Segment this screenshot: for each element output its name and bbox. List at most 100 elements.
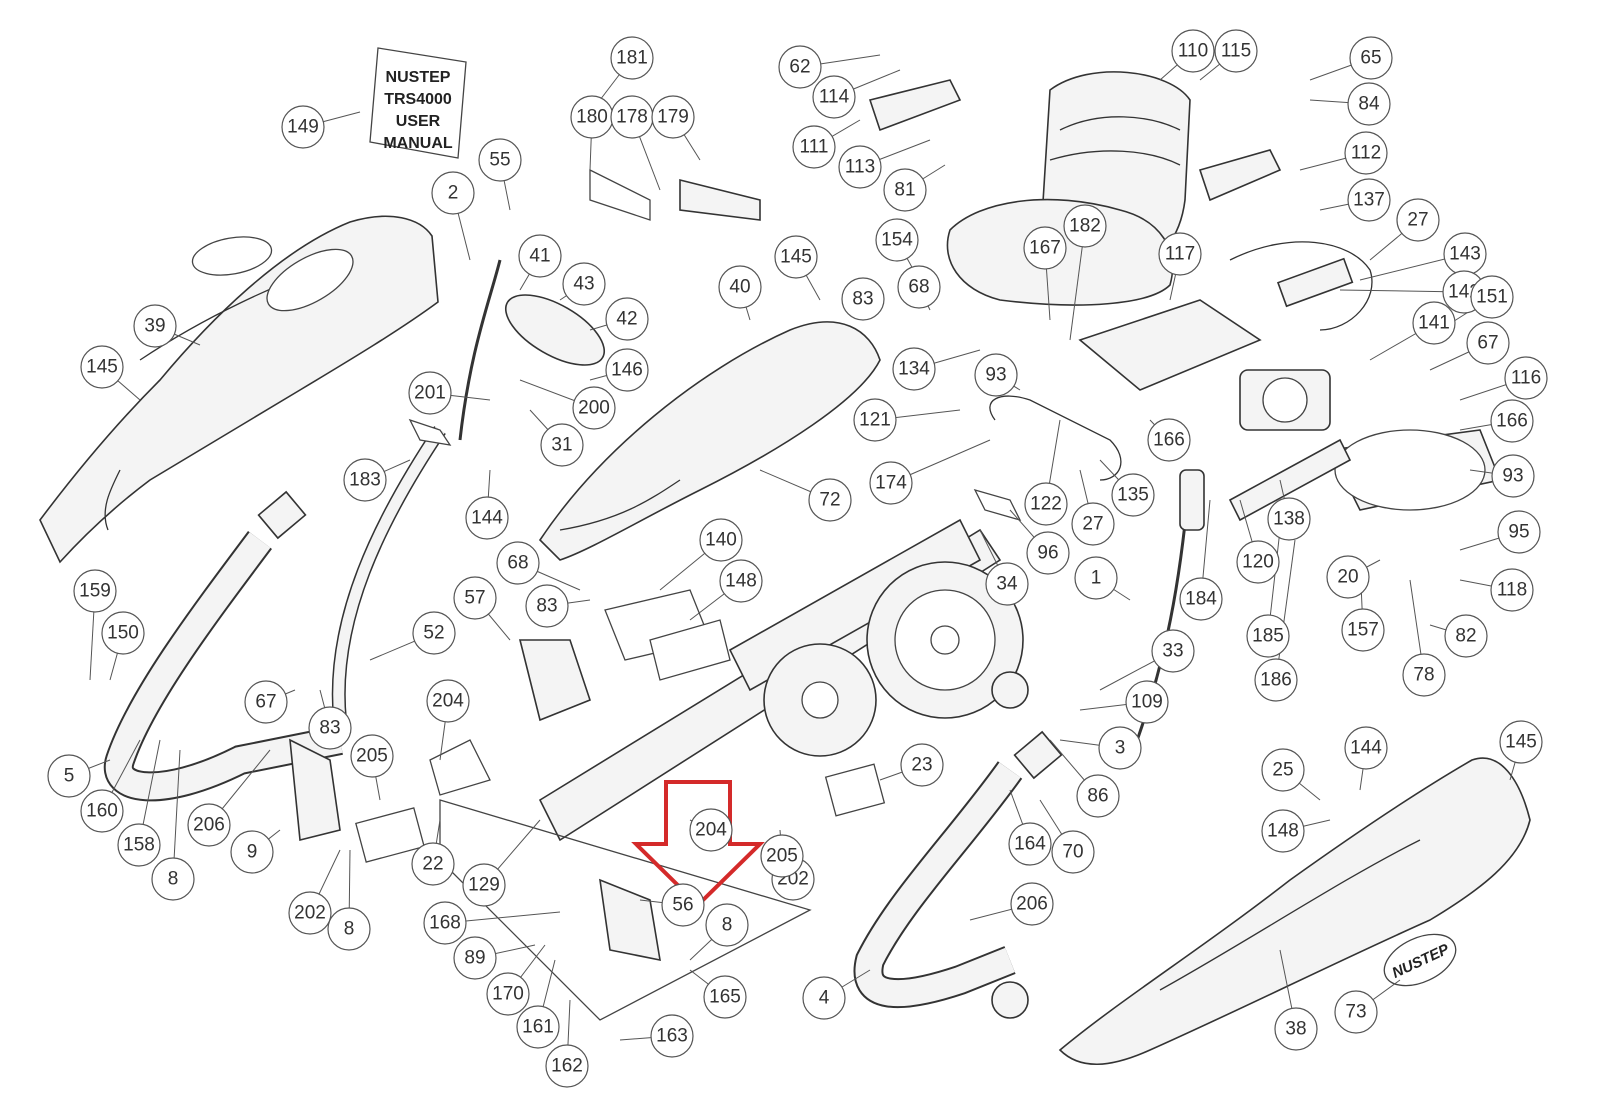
callout-circle (869, 461, 913, 505)
callout-number: 25 (1272, 760, 1293, 781)
callout-166: 166 (1147, 418, 1191, 462)
callout-89: 89 (453, 936, 497, 980)
callout-circle (423, 901, 467, 945)
callout-circle (1491, 454, 1535, 498)
callout-number: 157 (1347, 620, 1379, 641)
callout-circle (718, 265, 762, 309)
callout-201: 201 (408, 371, 452, 415)
callout-circle (897, 265, 941, 309)
callout-circle (1098, 726, 1142, 770)
callout-circle (1412, 301, 1456, 345)
callout-circle (1490, 568, 1534, 612)
callout-circle (985, 562, 1029, 606)
callout-158: 158 (117, 823, 161, 867)
callout-circle (1179, 577, 1223, 621)
callout-circle (1051, 830, 1095, 874)
callout-31: 31 (540, 423, 584, 467)
callout-circle (1125, 680, 1169, 724)
callout-148: 148 (1261, 809, 1305, 853)
callout-135: 135 (1111, 473, 1155, 517)
callout-number: 149 (287, 117, 319, 138)
callout-number: 158 (123, 835, 155, 856)
callout-number: 180 (576, 107, 608, 128)
callout-179: 179 (651, 95, 695, 139)
callout-83: 83 (841, 277, 885, 321)
callout-84: 84 (1347, 82, 1391, 126)
callout-174: 174 (869, 461, 913, 505)
callout-number: 82 (1455, 626, 1476, 647)
callout-number: 148 (1267, 821, 1299, 842)
callout-number: 96 (1037, 543, 1058, 564)
callout-circle (540, 423, 584, 467)
callout-161: 161 (516, 1005, 560, 1049)
callout-circle (1334, 990, 1378, 1034)
callout-number: 109 (1131, 692, 1163, 713)
callout-117: 117 (1158, 232, 1202, 276)
callout-145: 145 (1499, 720, 1543, 764)
callout-141: 141 (1412, 301, 1456, 345)
callout-number: 145 (1505, 732, 1537, 753)
callout-number: 120 (1242, 552, 1274, 573)
callout-number: 164 (1014, 834, 1046, 855)
callout-circle (350, 734, 394, 778)
callout-number: 8 (722, 915, 733, 936)
callout-number: 161 (522, 1017, 554, 1038)
callout-67: 67 (244, 680, 288, 724)
callout-178: 178 (610, 95, 654, 139)
callout-circle (1396, 198, 1440, 242)
left-shroud (39, 215, 439, 564)
callout-93: 93 (1491, 454, 1535, 498)
callout-circle (73, 569, 117, 613)
callout-number: 186 (1260, 670, 1292, 691)
callout-circle (792, 125, 836, 169)
callout-number: 160 (86, 801, 118, 822)
callout-138: 138 (1267, 497, 1311, 541)
down-arrow-icon (631, 780, 765, 908)
callout-circle (1074, 556, 1118, 600)
callout-160: 160 (80, 789, 124, 833)
callout-5: 5 (47, 754, 91, 798)
manual-line-2: TRS4000 (384, 91, 452, 108)
callout-number: 122 (1030, 494, 1062, 515)
callout-116: 116 (1504, 356, 1548, 400)
callout-205: 205 (760, 834, 804, 878)
callout-circle (496, 541, 540, 585)
callout-146: 146 (605, 348, 649, 392)
callout-circle (572, 386, 616, 430)
callout-circle (689, 808, 733, 852)
callout-number: 200 (578, 398, 610, 419)
callout-149: 149 (281, 105, 325, 149)
callout-number: 113 (845, 157, 875, 178)
callout-number: 81 (894, 180, 915, 201)
callout-number: 206 (1016, 894, 1048, 915)
callout-68: 68 (897, 265, 941, 309)
callout-circle (1326, 555, 1370, 599)
callout-121: 121 (853, 398, 897, 442)
callout-circle (1274, 1007, 1318, 1051)
callout-circle (525, 584, 569, 628)
callout-circle (1023, 226, 1067, 270)
callout-circle (1246, 614, 1290, 658)
callout-circle (1267, 497, 1311, 541)
callout-circle (1466, 321, 1510, 365)
callout-number: 163 (656, 1026, 688, 1047)
callout-4: 4 (802, 976, 846, 1020)
callout-number: 84 (1358, 94, 1380, 115)
callout-number: 148 (725, 571, 757, 592)
callout-78: 78 (1402, 653, 1446, 697)
user-manual-card: NUSTEP TRS4000 USER MANUAL (369, 47, 467, 159)
callout-number: 23 (911, 755, 932, 776)
callout-1: 1 (1074, 556, 1118, 600)
callout-41: 41 (518, 234, 562, 278)
brackets (408, 79, 1354, 681)
callout-circle (453, 576, 497, 620)
callout-162: 162 (545, 1044, 589, 1088)
callout-184: 184 (1179, 577, 1223, 621)
callout-circle (187, 803, 231, 847)
callout-number: 110 (1178, 41, 1208, 62)
callout-120: 120 (1236, 540, 1280, 584)
callout-204: 204 (689, 808, 733, 852)
callout-114: 114 (812, 75, 856, 119)
callout-circle (1063, 204, 1107, 248)
callout-circle (1261, 748, 1305, 792)
